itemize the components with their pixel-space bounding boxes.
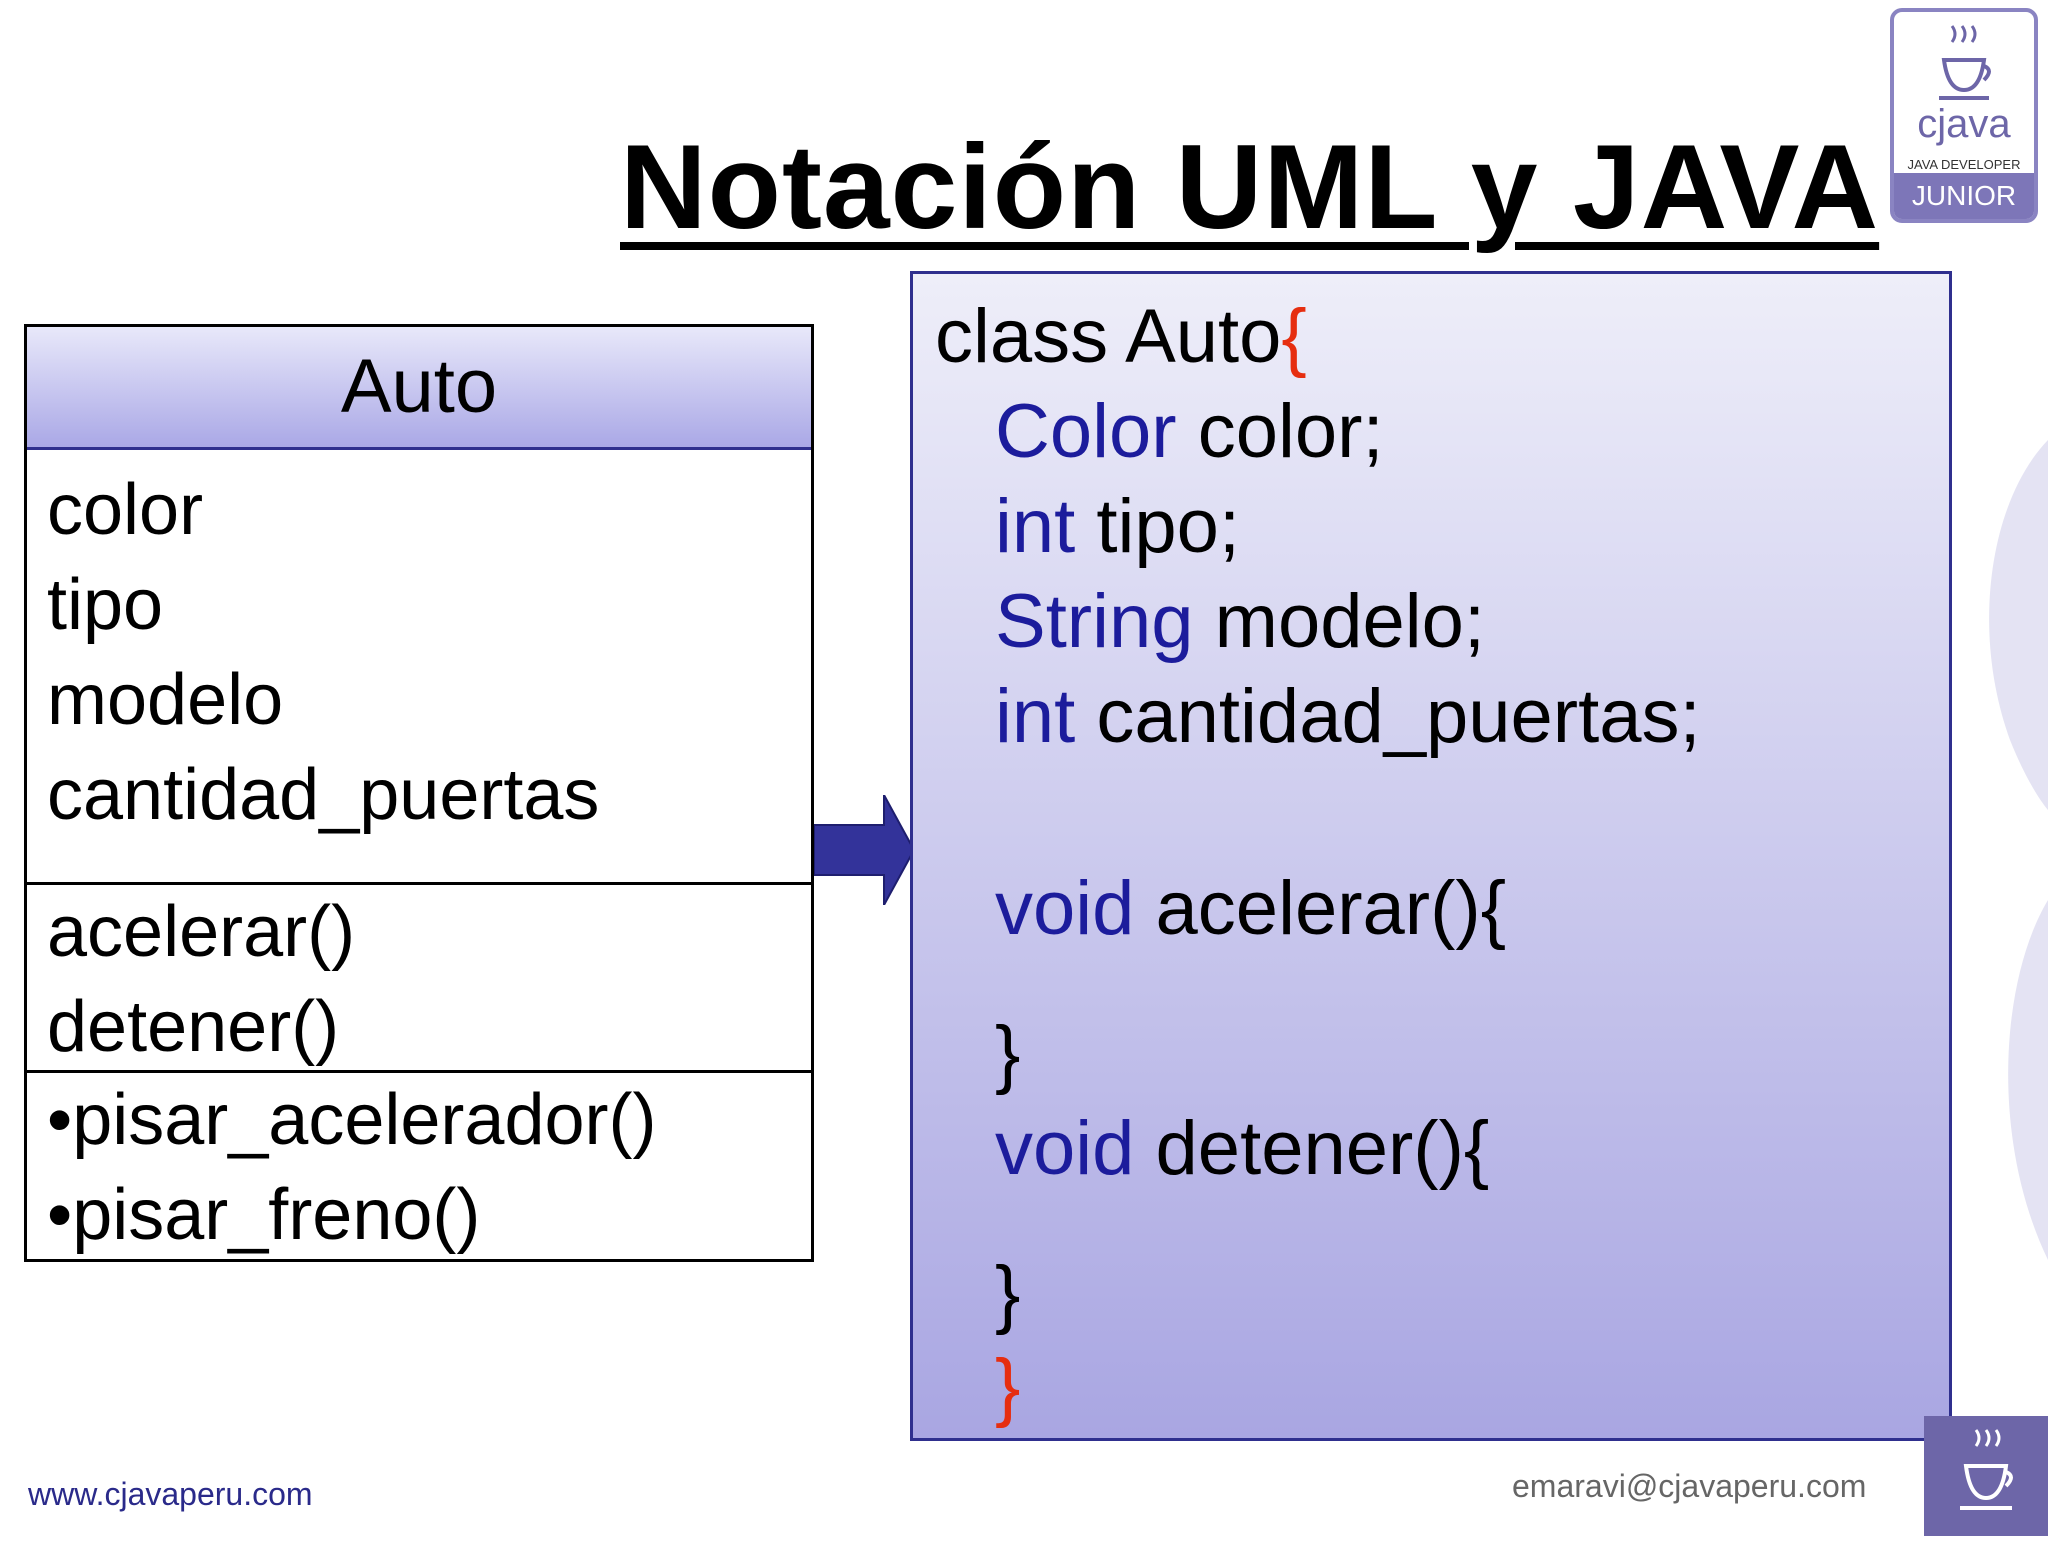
uml-attribute: cantidad_puertas [47, 755, 600, 835]
uml-method: acelerar() [47, 892, 356, 972]
code-method-signature: acelerar(){ [1134, 866, 1507, 951]
coffee-cup-icon [1960, 1429, 2013, 1510]
code-method-signature: detener(){ [1134, 1106, 1490, 1191]
code-method: void acelerar(){ [995, 864, 1506, 954]
coffee-cup-icon [1939, 25, 1991, 100]
uml-method: detener() [47, 987, 340, 1067]
code-class-text: class Auto [935, 294, 1282, 379]
arrow-right-icon [814, 795, 914, 905]
cjava-logo: cjava JAVA DEVELOPER JUNIOR [1890, 8, 2038, 223]
code-method: void detener(){ [995, 1104, 1489, 1194]
code-method-type: void [995, 1106, 1135, 1191]
uml-attributes: color tipo modelo cantidad_puertas [27, 463, 811, 885]
footer-email[interactable]: emaravi@cjavaperu.com [1512, 1468, 1867, 1504]
code-method-close: } [995, 1011, 1021, 1096]
java-code-box: class Auto{ Color color; int tipo; Strin… [910, 271, 1952, 1441]
code-method-close: } [995, 1251, 1021, 1336]
uml-private-methods: •pisar_acelerador() •pisar_freno() [27, 1073, 811, 1263]
page-title: Notación UML y JAVA [620, 120, 1880, 254]
logo-level: JUNIOR [1894, 173, 2034, 219]
uml-class-name: Auto [27, 327, 811, 450]
java-logo-watermark [1989, 440, 2048, 1260]
code-field-type: String [995, 579, 1194, 664]
footer-logo [1924, 1416, 2048, 1536]
code-field-type: int [995, 674, 1076, 759]
code-field-type: int [995, 484, 1076, 569]
code-field-name: modelo; [1193, 579, 1486, 664]
code-open-brace: { [1281, 294, 1307, 379]
uml-methods: acelerar() detener() [27, 885, 811, 1073]
uml-attribute: color [47, 470, 204, 550]
code-close-brace: } [995, 1344, 1021, 1429]
code-class-declaration: class Auto{ [935, 292, 1307, 382]
logo-subtitle: JAVA DEVELOPER [1907, 157, 2021, 172]
code-field-name: color; [1176, 389, 1384, 474]
uml-private-method: •pisar_acelerador() [47, 1080, 657, 1160]
code-method-type: void [995, 866, 1135, 951]
code-field: Color color; [995, 387, 1384, 477]
logo-brand: cjava [1917, 102, 2011, 146]
code-field: int cantidad_puertas; [995, 672, 1701, 762]
code-field-name: cantidad_puertas; [1075, 674, 1701, 759]
footer-website[interactable]: www.cjavaperu.com [28, 1476, 313, 1512]
code-field-name: tipo; [1075, 484, 1241, 569]
uml-attribute: modelo [47, 660, 284, 740]
uml-class-box: Auto color tipo modelo cantidad_puertas … [24, 324, 814, 1262]
uml-attribute: tipo [47, 565, 164, 645]
uml-private-method: •pisar_freno() [47, 1175, 481, 1255]
code-field-type: Color [995, 389, 1177, 474]
code-field: String modelo; [995, 577, 1485, 667]
code-field: int tipo; [995, 482, 1240, 572]
